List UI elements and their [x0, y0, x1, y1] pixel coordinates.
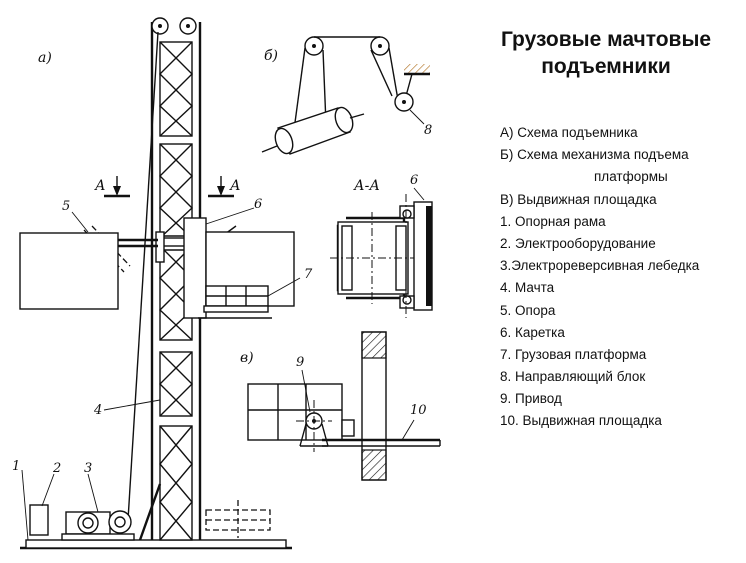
part-5-label: 5 [62, 199, 70, 214]
part-6-label: 6 [254, 197, 262, 212]
label-view-a: а) [38, 50, 52, 66]
legend-item: 8. Направляющий блок [500, 369, 646, 385]
legend-item: платформы [594, 169, 668, 185]
cut-label-right: А [229, 178, 241, 194]
legend-item: 4. Мачта [500, 280, 555, 296]
view-v-extendable-platform: в) 9 10 [240, 331, 441, 481]
legend-item: 6. Каретка [500, 324, 565, 340]
load-left [19, 232, 119, 310]
platform-lower-position [205, 500, 271, 538]
electrical-cabinet [29, 504, 49, 536]
mast [150, 17, 202, 541]
winch-drum [261, 106, 365, 155]
part-1-label: 1 [12, 459, 20, 474]
legend-item: 3.Электрореверсивная лебедка [500, 258, 700, 274]
winch [61, 510, 135, 541]
view-a-hoist-scheme: А А а) 1 2 3 4 [12, 17, 313, 550]
part-3-label: 3 [84, 461, 92, 476]
legend-item: 9. Привод [500, 391, 562, 407]
legend-item: 1. Опорная рама [500, 213, 606, 229]
part-9-label: 9 [296, 355, 304, 370]
label-view-v: в) [240, 350, 254, 366]
cargo-platform [198, 285, 272, 319]
legend-item: А) Схема подъемника [500, 125, 638, 140]
legend: А) Схема подъемника Б) Схема механизма п… [500, 122, 699, 433]
label-section: А-А [353, 178, 380, 194]
part-10-label: 10 [410, 403, 427, 418]
legend-item: 7. Грузовая платформа [500, 346, 647, 362]
legend-item: Б) Схема механизма подъема [500, 147, 689, 163]
page-title: Грузовые мачтовые подъемники [500, 28, 712, 78]
drive-box [247, 383, 343, 441]
part-7-label: 7 [304, 267, 313, 282]
section-a-a: А-А 6 [330, 173, 433, 318]
cut-label-left: А [94, 178, 106, 194]
legend-item: 2. Электрооборудование [500, 235, 656, 251]
carriage [183, 217, 207, 319]
legend-item: В) Выдвижная площадка [500, 191, 657, 207]
base-frame [25, 539, 287, 549]
part-2-label: 2 [52, 461, 61, 476]
part-8-label: 8 [424, 123, 432, 138]
view-b-lifting-mechanism: б) 8 [261, 36, 432, 155]
legend-item: 10. Выдвижная площадка [500, 413, 662, 429]
legend-item: 5. Опора [500, 302, 556, 318]
part-4-label: 4 [93, 403, 102, 418]
label-view-b: б) [264, 48, 278, 64]
part-6b-label: 6 [410, 173, 418, 188]
hoist-cable [127, 31, 159, 521]
